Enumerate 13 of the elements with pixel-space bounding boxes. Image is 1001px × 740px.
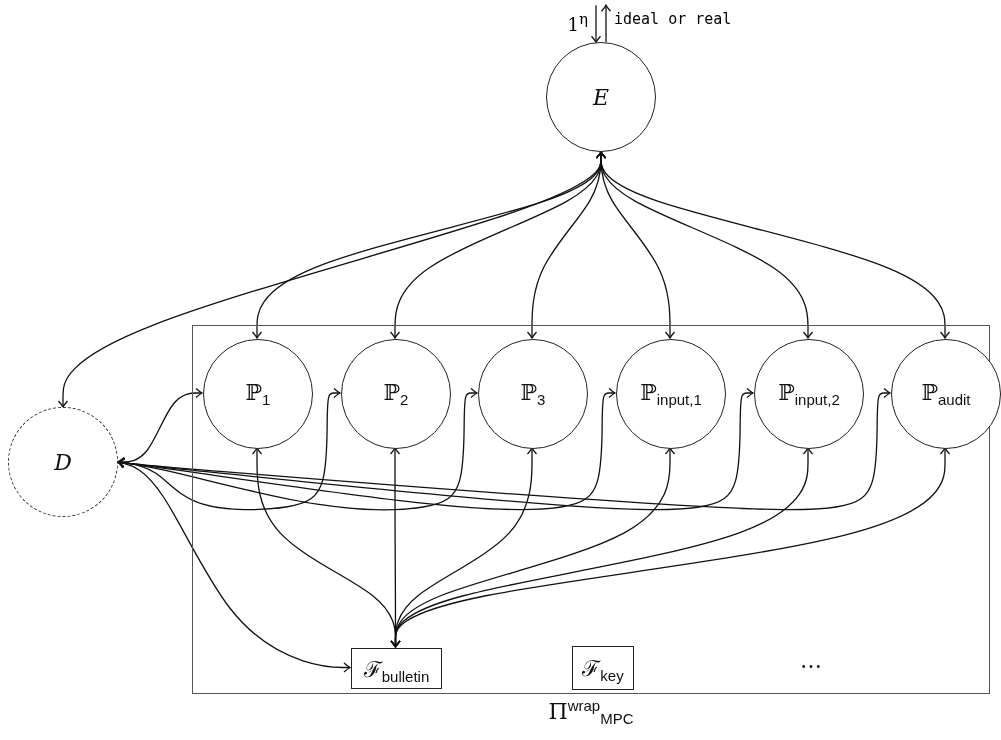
node-label: E [592, 84, 610, 110]
node-label: ℙ$_{2}$ [383, 380, 409, 408]
function-box [351, 648, 442, 689]
node-label: ℙ$_{input,1}$ [640, 380, 702, 408]
node-label: ℙ$_{input,2}$ [778, 380, 840, 408]
node-label: D [54, 449, 72, 475]
node-label: ℱ$_{key}$ [582, 655, 624, 684]
node-label: ℱ$_{bulletin}$ [363, 655, 430, 685]
node-label: ℙ$_{3}$ [520, 380, 546, 408]
function-box [572, 646, 634, 690]
ellipsis-label: … [800, 648, 822, 673]
node-label: ℙ$_{1}$ [245, 380, 271, 408]
node-label: ℙ$_{audit}$ [921, 380, 971, 408]
